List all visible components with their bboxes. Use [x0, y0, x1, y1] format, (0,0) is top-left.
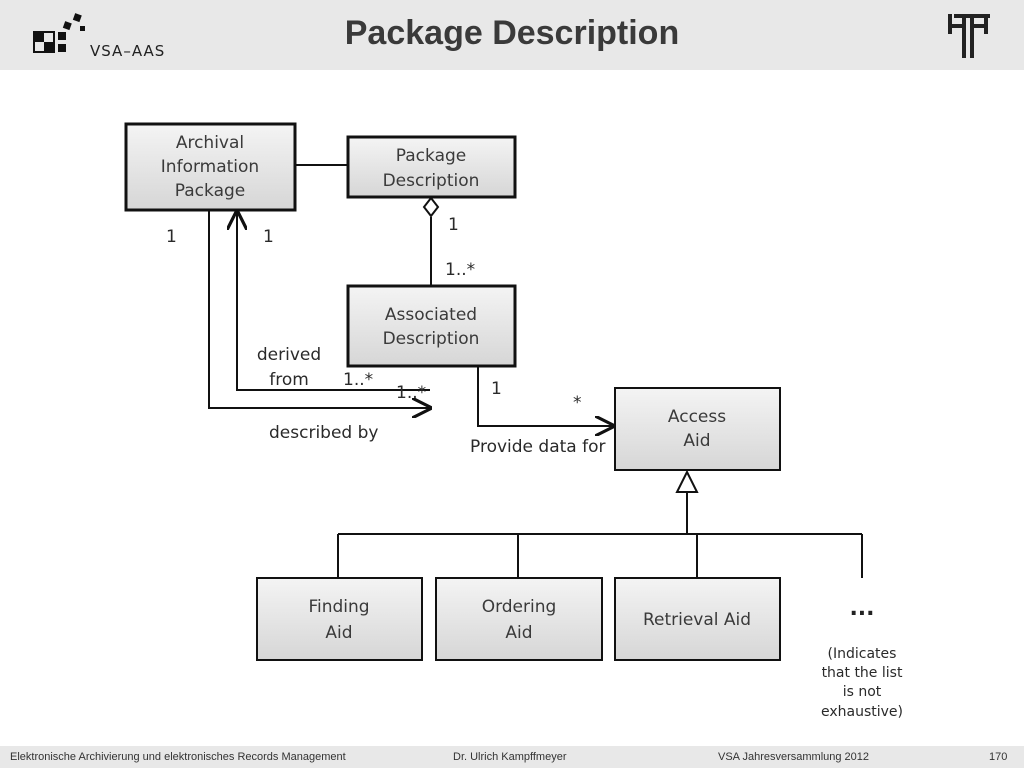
box-label: Finding — [308, 597, 369, 617]
box-finding-aid: Finding Aid — [256, 577, 423, 661]
multiplicity-label: 1 — [263, 227, 274, 247]
multiplicity-label: 1..* — [445, 260, 475, 280]
multiplicity-label: * — [573, 393, 582, 413]
slide-footer: Elektronische Archivierung und elektroni… — [0, 746, 1024, 768]
page-title: Package Description — [344, 14, 680, 52]
provide-data-for-label: Provide data for — [470, 437, 605, 457]
note-text: that the list — [822, 665, 903, 681]
box-associated-description: Associated Description — [346, 284, 517, 368]
box-label: Description — [383, 171, 480, 191]
box-label: Information — [161, 157, 259, 177]
multiplicity-label: 1 — [166, 227, 177, 247]
page-number: 170 — [989, 751, 1008, 763]
note-text: exhaustive) — [821, 704, 903, 720]
footer-course: Elektronische Archivierung und elektroni… — [10, 751, 346, 763]
vsa-logo-icon — [33, 13, 85, 53]
multiplicity-label: 1..* — [396, 383, 426, 403]
box-ordering-aid: Ordering Aid — [435, 577, 603, 661]
box-label: Aid — [505, 623, 532, 643]
connectors — [208, 164, 863, 578]
slide-header: VSA–AAS Package Description — [0, 0, 1024, 70]
box-archival-information-package: Archival Information Package — [124, 122, 297, 212]
logo-text: VSA–AAS — [90, 42, 166, 60]
derived-from-label: derived — [257, 345, 321, 365]
box-label: Access — [668, 407, 726, 427]
box-label: Associated — [385, 305, 477, 325]
described-by-label: described by — [269, 423, 378, 443]
multiplicity-label: 1..* — [343, 370, 373, 390]
box-label: Package — [175, 181, 245, 201]
brand-logo-icon — [948, 14, 990, 58]
box-retrieval-aid: Retrieval Aid — [614, 577, 781, 661]
box-access-aid: Access Aid — [614, 387, 781, 471]
box-label: Retrieval Aid — [643, 610, 751, 630]
box-package-description: Package Description — [346, 135, 517, 199]
box-label: Ordering — [482, 597, 557, 617]
multiplicity-label: 1 — [491, 379, 502, 399]
multiplicity-label: 1 — [448, 215, 459, 235]
uml-diagram: Archival Information Package Package Des… — [124, 122, 903, 720]
box-label: Description — [383, 329, 480, 349]
box-label: Aid — [683, 431, 710, 451]
footer-event: VSA Jahresversammlung 2012 — [718, 751, 870, 763]
note-text: (Indicates — [828, 646, 897, 662]
aggregation-diamond-icon — [422, 196, 440, 218]
box-label: Archival — [176, 133, 244, 153]
box-label: Package — [396, 146, 466, 166]
generalization-triangle-icon — [675, 469, 699, 493]
derived-from-label: from — [269, 370, 309, 390]
note-text: is not — [843, 684, 882, 700]
ellipsis-label: ... — [849, 596, 874, 621]
footer-author: Dr. Ulrich Kampffmeyer — [453, 751, 567, 763]
box-label: Aid — [325, 623, 352, 643]
